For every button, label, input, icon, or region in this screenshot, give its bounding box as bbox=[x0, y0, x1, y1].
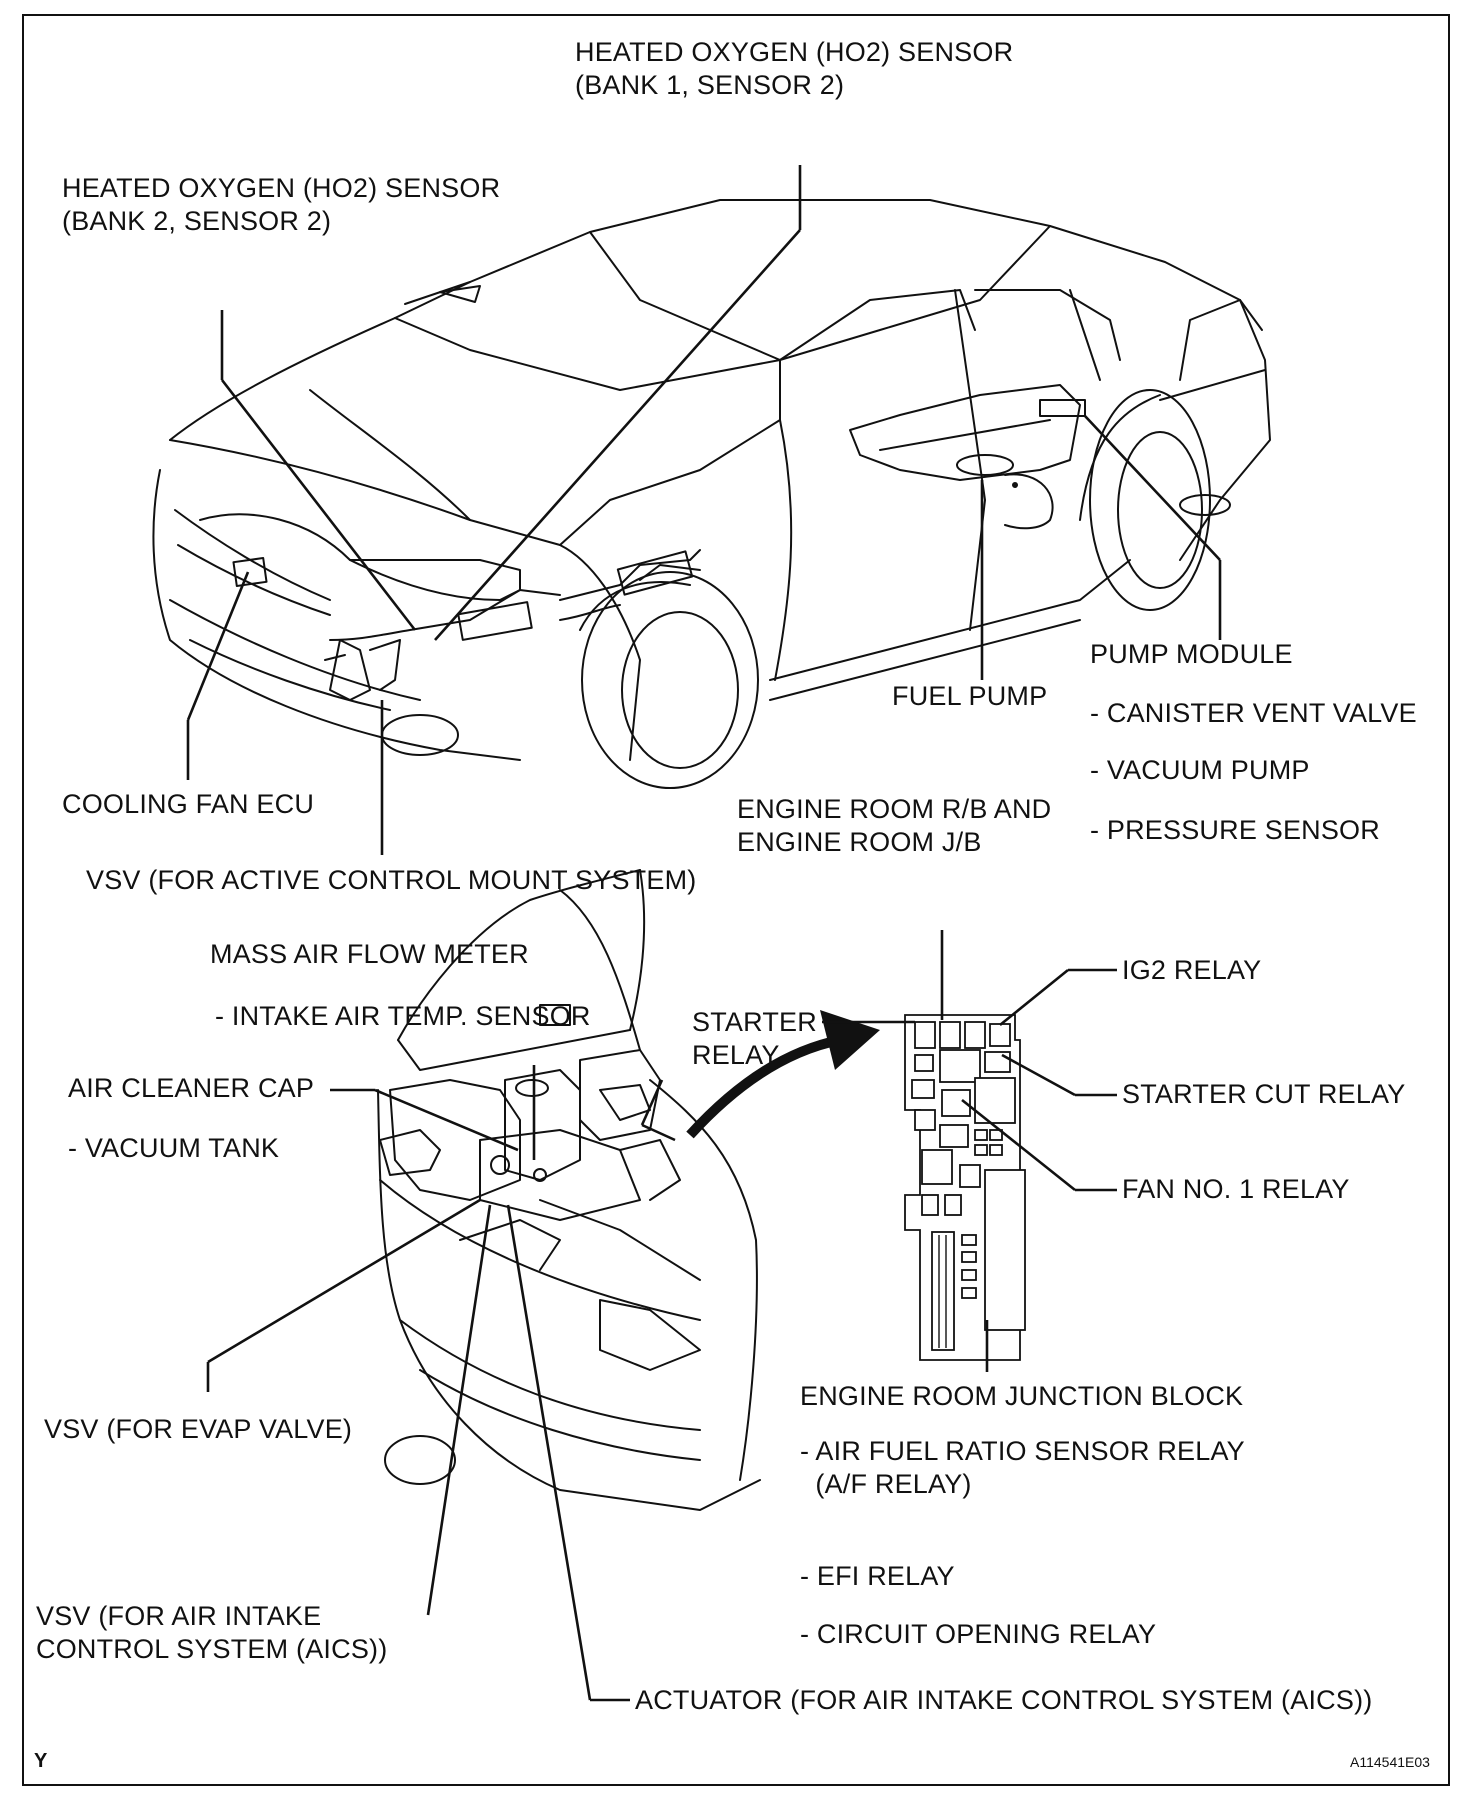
label-fan-no1-relay: FAN NO. 1 RELAY bbox=[1122, 1174, 1350, 1204]
label-ho2-sensor-bank2-sensor2: HEATED OXYGEN (HO2) SENSOR (BANK 2, SENS… bbox=[62, 173, 501, 236]
label-vacuum-pump: - VACUUM PUMP bbox=[1090, 755, 1310, 785]
leader-lines-lower bbox=[206, 1010, 880, 1702]
label-efi-relay: - EFI RELAY bbox=[800, 1561, 955, 1591]
label-pump-module: PUMP MODULE bbox=[1090, 639, 1293, 669]
label-engine-room-rb-jb: ENGINE ROOM R/B AND ENGINE ROOM J/B bbox=[737, 794, 1052, 857]
car-illustration bbox=[152, 199, 1271, 789]
label-actuator-aics: ACTUATOR (FOR AIR INTAKE CONTROL SYSTEM … bbox=[635, 1685, 1373, 1715]
label-starter-relay: STARTER RELAY bbox=[692, 1007, 817, 1070]
label-canister-vent-valve: - CANISTER VENT VALVE bbox=[1090, 698, 1417, 728]
label-vacuum-tank: - VACUUM TANK bbox=[68, 1133, 280, 1163]
leader-lines-upper bbox=[186, 165, 1222, 855]
label-vsv-active-control-mount: VSV (FOR ACTIVE CONTROL MOUNT SYSTEM) bbox=[86, 865, 697, 895]
label-ho2-sensor-bank1-sensor2: HEATED OXYGEN (HO2) SENSOR (BANK 1, SENS… bbox=[575, 37, 1014, 100]
label-circuit-opening-relay: - CIRCUIT OPENING RELAY bbox=[800, 1619, 1157, 1649]
label-air-cleaner-cap: AIR CLEANER CAP bbox=[68, 1073, 315, 1103]
label-cooling-fan-ecu: COOLING FAN ECU bbox=[62, 789, 315, 819]
diagram-frame bbox=[22, 14, 1450, 1786]
label-vsv-aics: VSV (FOR AIR INTAKE CONTROL SYSTEM (AICS… bbox=[36, 1601, 388, 1664]
figure-id: A114541E03 bbox=[1350, 1754, 1430, 1770]
label-mass-air-flow-meter: MASS AIR FLOW METER bbox=[210, 939, 529, 969]
label-pressure-sensor: - PRESSURE SENSOR bbox=[1090, 815, 1380, 845]
label-starter-cut-relay: STARTER CUT RELAY bbox=[1122, 1079, 1406, 1109]
junction-block-illustration bbox=[904, 1014, 1026, 1361]
label-intake-air-temp-sensor: - INTAKE AIR TEMP. SENSOR bbox=[215, 1001, 591, 1031]
label-ig2-relay: IG2 RELAY bbox=[1122, 955, 1262, 985]
engine-bay-illustration bbox=[377, 869, 761, 1511]
label-af-relay: - AIR FUEL RATIO SENSOR RELAY (A/F RELAY… bbox=[800, 1436, 1245, 1499]
corner-mark: Y bbox=[34, 1750, 48, 1772]
label-vsv-evap-valve: VSV (FOR EVAP VALVE) bbox=[44, 1414, 353, 1444]
leader-lines-junction-block bbox=[822, 930, 1117, 1372]
label-engine-room-junction-block: ENGINE ROOM JUNCTION BLOCK bbox=[800, 1381, 1244, 1411]
label-fuel-pump: FUEL PUMP bbox=[892, 681, 1048, 711]
